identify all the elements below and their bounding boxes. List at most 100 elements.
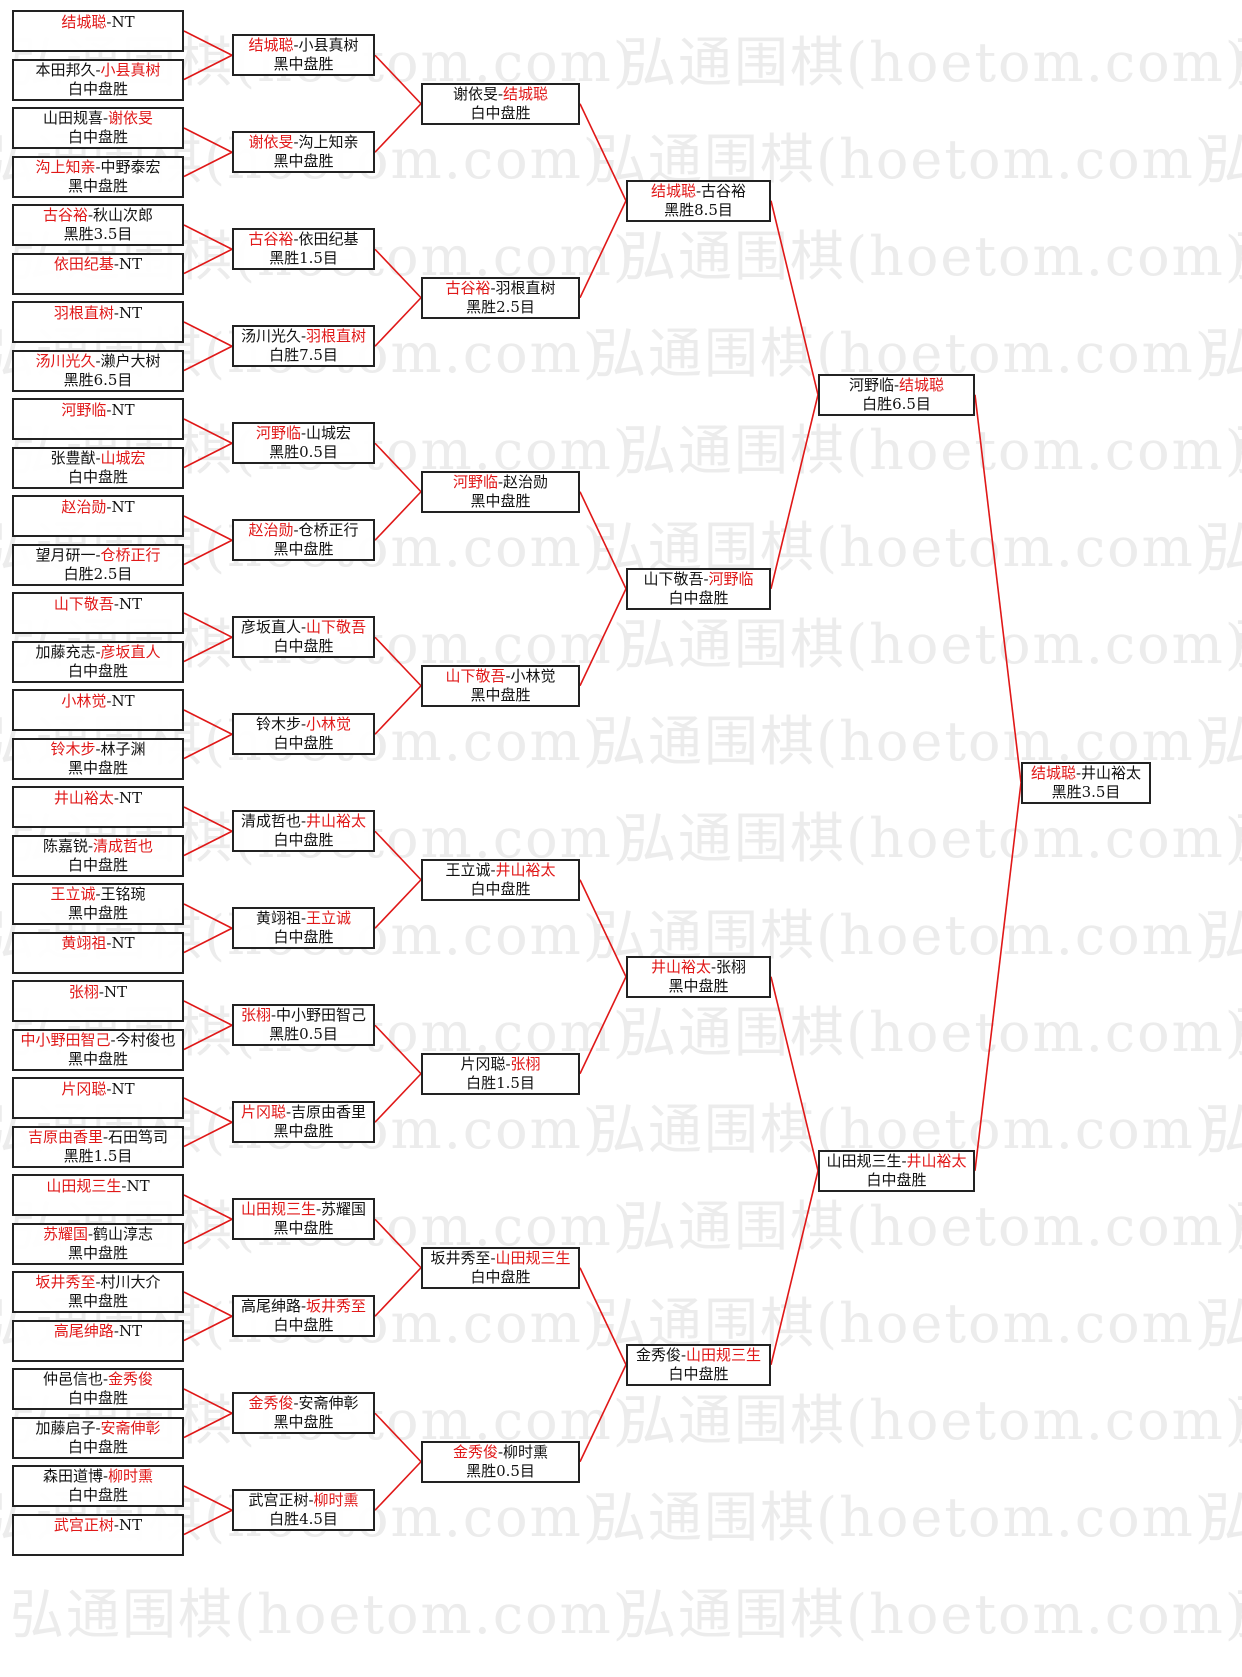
match-players: 仲邑信也-金秀俊 (14, 1370, 182, 1389)
bracket-connector (374, 1073, 422, 1123)
versus-dash: - (95, 642, 101, 661)
match-players: 结城聪-古谷裕 (628, 182, 769, 201)
match-box: 古谷裕-羽根直树黑胜2.5目 (421, 276, 580, 319)
bracket-connector (183, 1485, 233, 1511)
player-black: 汤川光久 (35, 351, 96, 370)
match-result: 白胜1.5目 (466, 1073, 535, 1092)
match-players: 陈嘉锐-清成哲也 (14, 837, 182, 856)
match-box: 武宫正树-NT (12, 1513, 184, 1556)
player-black: 王立诚 (445, 860, 491, 879)
player-white: NT (111, 400, 135, 419)
versus-dash: - (270, 1006, 277, 1025)
versus-dash: - (497, 84, 504, 103)
match-players: 赵治勋-NT (61, 498, 134, 517)
bracket-connector (974, 394, 1022, 783)
player-black: 森田道博 (42, 1467, 103, 1485)
match-players: 加藤充志-彦坂直人 (14, 643, 182, 662)
bracket-connector (183, 1509, 233, 1536)
bracket-connector (183, 1388, 233, 1414)
bracket-connector (374, 54, 422, 105)
match-result: 白中盘胜 (273, 928, 334, 947)
player-black: 羽根直树 (53, 303, 114, 322)
player-white: 清成哲也 (93, 836, 154, 855)
bracket-connector (183, 1194, 233, 1220)
versus-dash: - (102, 1370, 109, 1388)
player-black: 武宫正树 (248, 1491, 309, 1510)
match-players: 黄翊祖-王立诚 (234, 909, 373, 928)
player-black: 中小野田智己 (20, 1030, 111, 1049)
versus-dash: - (106, 1079, 112, 1098)
player-black: 井山裕太 (650, 957, 711, 976)
player-white: NT (111, 497, 135, 516)
bracket-connector (183, 442, 233, 469)
match-result: 黑中盘胜 (273, 540, 334, 559)
bracket-connector (374, 1267, 422, 1317)
match-result: 白中盘胜 (273, 831, 334, 850)
bracket-connector (579, 588, 627, 687)
match-players: 河野临-结城聪 (820, 376, 973, 395)
bracket-connector (183, 1412, 233, 1439)
match-result: 黑中盘胜 (273, 152, 334, 171)
player-white: 苏耀国 (321, 1200, 367, 1219)
match-result: 白中盘胜 (470, 879, 531, 898)
match-result: 黑中盘胜 (67, 1292, 128, 1310)
match-box: 赵治勋-仓桥正行黑中盘胜 (232, 519, 375, 562)
match-box: 金秀俊-安斋伸彰黑中盘胜 (232, 1392, 375, 1435)
player-white: 山田规三生 (495, 1248, 571, 1267)
match-result: 黑中盘胜 (67, 176, 128, 195)
bracket-connector (579, 1364, 627, 1463)
match-result: 白中盘胜 (67, 1389, 128, 1407)
player-white: 彦坂直人 (100, 642, 161, 661)
match-players: 小林觉-NT (61, 692, 134, 711)
player-white: 安斋伸彰 (298, 1394, 359, 1413)
player-black: 望月研一 (35, 545, 96, 564)
versus-dash: - (300, 812, 307, 831)
match-players: 古谷裕-羽根直树 (423, 279, 578, 298)
match-result: 黑胜0.5目 (269, 443, 338, 462)
match-players: 森田道博-柳时熏 (14, 1467, 182, 1486)
match-box: 羽根直树-NT (12, 301, 184, 343)
match-players: 古谷裕-秋山次郎 (14, 206, 182, 225)
match-box: 山下敬吾-小林觉黑中盘胜 (421, 664, 580, 707)
versus-dash: - (497, 472, 504, 491)
versus-dash: - (300, 1297, 307, 1316)
match-result: 黑中盘胜 (67, 1243, 128, 1262)
versus-dash: - (87, 1224, 94, 1243)
match-players: 谢依旻-结城聪 (423, 85, 578, 104)
player-black: 结城聪 (650, 181, 696, 200)
bracket-connector (770, 200, 819, 395)
bracket-connector (183, 515, 233, 541)
bracket-connector (374, 1024, 422, 1075)
match-result: 白胜4.5目 (269, 1510, 338, 1529)
player-black: 山田规喜 (42, 109, 103, 127)
match-box: 高尾绅路-NT (12, 1319, 184, 1362)
versus-dash: - (300, 618, 307, 637)
match-result: 白中盘胜 (470, 1267, 531, 1286)
player-black: 片冈聪 (240, 1103, 286, 1122)
match-result: 白中盘胜 (668, 1364, 729, 1383)
match-box: 清成哲也-井山裕太白中盘胜 (232, 810, 375, 853)
player-black: 赵治勋 (248, 521, 294, 540)
player-black: 山下敬吾 (445, 666, 506, 685)
versus-dash: - (505, 666, 511, 685)
bracket-connector (183, 30, 233, 56)
player-black: 苏耀国 (42, 1224, 88, 1243)
player-white: 中小野田智己 (276, 1006, 367, 1025)
versus-dash: - (300, 424, 307, 443)
player-white: 羽根直树 (306, 327, 367, 346)
match-players: 彦坂直人-山下敬吾 (234, 618, 373, 637)
match-players: 山田规喜-谢依旻 (14, 109, 182, 128)
player-white: 张栩 (716, 957, 747, 976)
player-white: 小林觉 (306, 715, 352, 734)
match-players: 山下敬吾-小林觉 (423, 667, 578, 686)
versus-dash: - (695, 181, 702, 200)
bracket-connector (183, 248, 233, 275)
bracket-connector (374, 1218, 422, 1269)
bracket-connector (183, 418, 233, 444)
match-players: 山田规三生-NT (46, 1177, 149, 1196)
match-result: 黑胜2.5目 (466, 297, 535, 316)
match-result: 黑中盘胜 (470, 491, 531, 510)
match-players: 赵治勋-仓桥正行 (234, 521, 373, 540)
bracket-connector (374, 103, 422, 153)
